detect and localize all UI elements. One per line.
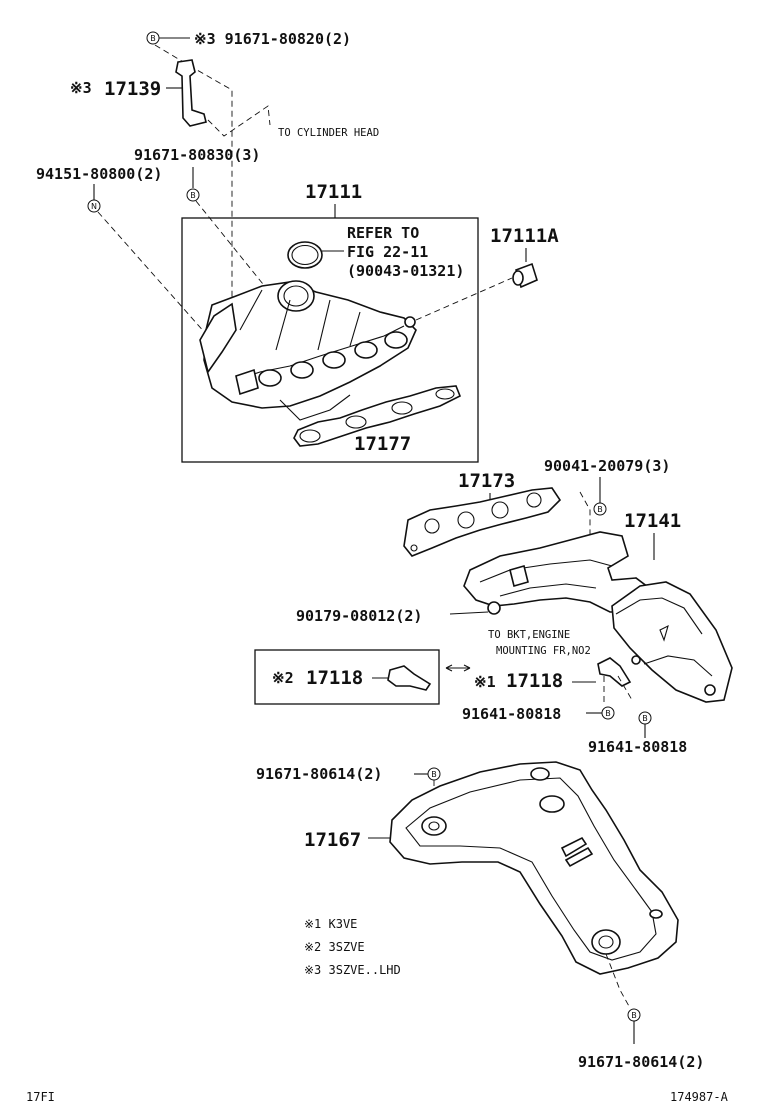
label-bolt-91671-80830: 91671-80830(3) (134, 146, 260, 164)
svg-text:B: B (642, 714, 648, 723)
heat-shield-17167[interactable] (389, 761, 679, 975)
bolt-callout-80830: B (186, 188, 200, 202)
label-bolt-91671-80614-bottom: 91671-80614(2) (578, 1053, 704, 1071)
label-bolt-90041-20079: 90041-20079(3) (544, 457, 670, 475)
label-17118-box-mark: ※2 (272, 669, 294, 687)
bolt-callout-80614-bottom: B (627, 1008, 641, 1022)
svg-text:B: B (431, 770, 437, 779)
label-to-cylinder-head: TO CYLINDER HEAD (278, 127, 379, 139)
label-nut-94151-80800: 94151-80800(2) (36, 165, 162, 183)
svg-text:B: B (631, 1011, 637, 1020)
svg-text:B: B (605, 709, 611, 718)
label-17118-right-mark: ※1 (474, 673, 496, 691)
label-to-bkt-line2: MOUNTING FR,NO2 (496, 645, 591, 657)
label-17111A: 17111A (490, 225, 559, 247)
sleeve-17111A[interactable] (512, 262, 538, 289)
intake-manifold-17111[interactable] (199, 280, 417, 421)
label-refer-line2: FIG 22-11 (347, 243, 428, 261)
label-17111: 17111 (305, 181, 362, 203)
legend-note-1: ※1 K3VE (304, 917, 357, 931)
label-bolt-91641-a: 91641-80818 (462, 705, 561, 723)
bracket-17118-alt[interactable] (387, 665, 432, 691)
label-to-bkt-line1: TO BKT,ENGINE (488, 629, 570, 641)
label-bolt-91641-b: 91641-80818 (588, 738, 687, 756)
svg-text:N: N (91, 202, 97, 211)
bracket-17118[interactable] (597, 657, 632, 687)
bolt-callout-top: B (146, 31, 160, 45)
nut-callout-94151: N (87, 199, 101, 213)
label-17177: 17177 (354, 433, 411, 455)
footer-illustration-number: 174987-A (670, 1090, 729, 1104)
gasket-17177[interactable] (293, 385, 462, 447)
exhaust-manifold-17141[interactable] (463, 531, 733, 703)
legend-note-3: ※3 3SZVE..LHD (304, 963, 401, 977)
label-17141: 17141 (624, 510, 681, 532)
label-bolt-91671-80614-top: 91671-80614(2) (256, 765, 382, 783)
bolt-callout-91641-b: B (638, 711, 652, 725)
stay-17139[interactable] (175, 59, 207, 127)
bracket-17118-box (254, 649, 440, 705)
manifold-group-box (181, 217, 479, 463)
svg-text:B: B (190, 191, 196, 200)
label-refer-line1: REFER TO (347, 224, 419, 242)
label-17173: 17173 (458, 470, 515, 492)
footer-left-code: 17FI (26, 1090, 55, 1104)
label-17118-box: 17118 (306, 667, 363, 689)
label-17139: 17139 (104, 78, 161, 100)
label-nut-90179-08012: 90179-08012(2) (296, 607, 422, 625)
label-refer-line3: (90043-01321) (347, 262, 464, 280)
bolt-callout-90041: B (593, 502, 607, 516)
o-ring-90043[interactable] (287, 241, 323, 269)
label-17167: 17167 (304, 829, 361, 851)
label-17139-mark: ※3 (70, 79, 92, 97)
bolt-callout-91641-a: B (601, 706, 615, 720)
label-17118-right: 17118 (506, 670, 563, 692)
legend-note-2: ※2 3SZVE (304, 940, 365, 954)
gasket-17173[interactable] (403, 487, 562, 557)
svg-text:B: B (597, 505, 603, 514)
bolt-callout-80614-top: B (427, 767, 441, 781)
svg-text:B: B (150, 34, 156, 43)
label-bolt-91671-80820: ※3 91671-80820(2) (194, 30, 351, 48)
